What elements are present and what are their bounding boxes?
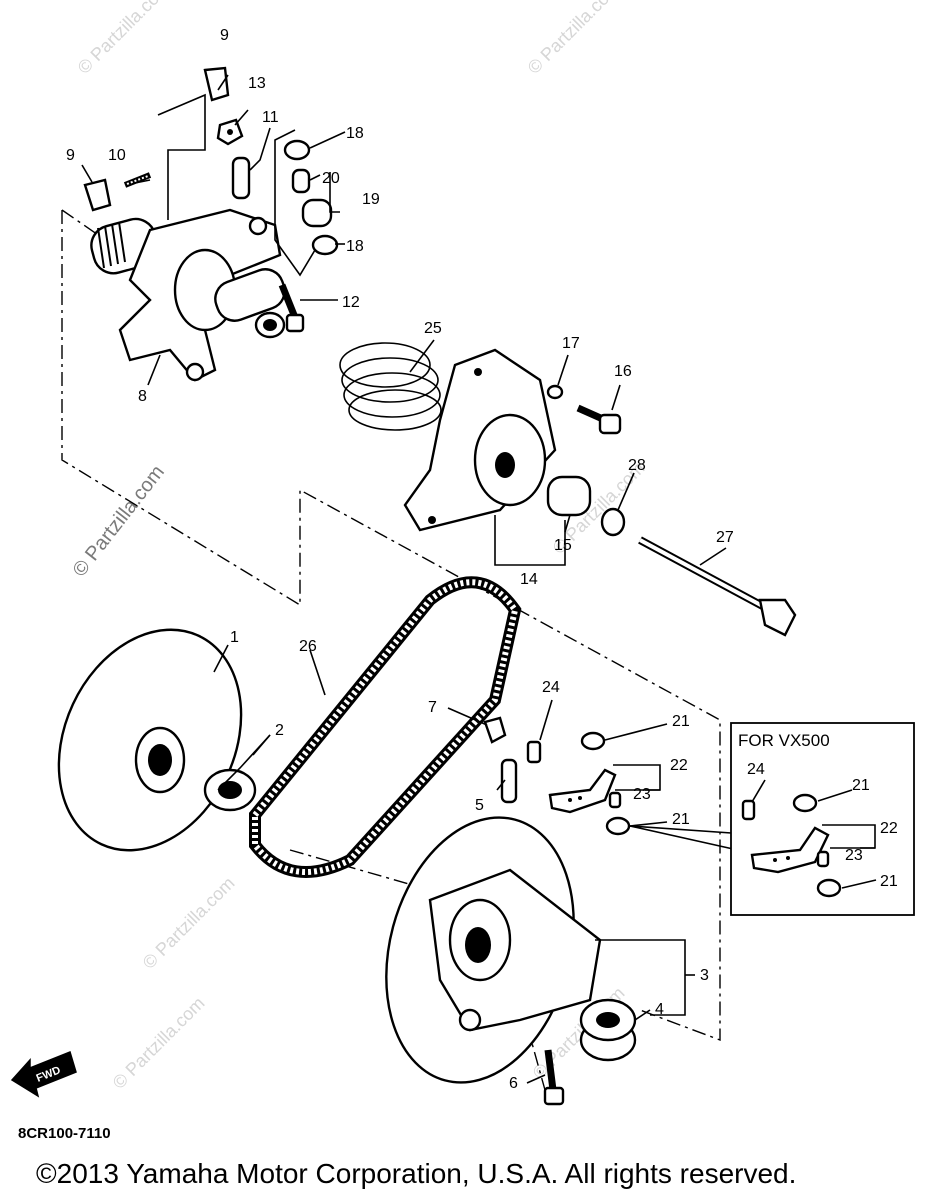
label-part-16: 16 [614, 363, 632, 380]
part-9-clip [83, 66, 230, 212]
label-part-19: 19 [362, 191, 380, 208]
part-6-bolt [543, 1049, 565, 1106]
label-part-8: 8 [138, 388, 147, 405]
label-part-25: 25 [424, 320, 442, 337]
label-part-2: 2 [275, 722, 284, 739]
label-part-14: 14 [520, 571, 538, 588]
part-25-spring [339, 342, 442, 431]
part-23-pin [608, 791, 622, 809]
part-18-washer [283, 139, 311, 161]
label-part-9: 9 [220, 27, 229, 44]
inset-part-21-washer [792, 793, 818, 813]
label-part-1: 1 [230, 629, 239, 646]
label-part-22: 22 [880, 820, 898, 837]
part-8-hub [90, 208, 286, 382]
part-1-sheave [57, 628, 243, 852]
label-part-11: 11 [262, 109, 279, 126]
label-part-4: 4 [655, 1001, 664, 1018]
label-part-13: 13 [248, 75, 266, 92]
label-part-12: 12 [342, 294, 360, 311]
part-20-bush [291, 168, 311, 194]
part-17-washer [546, 384, 564, 400]
watermark-faint: © Partzilla.com [109, 993, 209, 1093]
part-14-cover [403, 348, 557, 532]
inset-box-vx500: FOR VX500 [730, 722, 915, 916]
label-part-21: 21 [880, 873, 898, 890]
part-number-labels: 9 13 11 18 9 10 20 19 18 12 25 17 16 8 2… [66, 27, 898, 1092]
part-16-bolt [576, 404, 622, 435]
fwd-arrow-icon: FWD [10, 1050, 77, 1098]
watermark-faint: © Partzilla.com [139, 873, 239, 973]
label-part-23: 23 [633, 786, 651, 803]
label-part-7: 7 [428, 699, 437, 716]
label-part-23: 23 [845, 847, 863, 864]
label-part-3: 3 [700, 967, 709, 984]
part-11-roller [231, 156, 251, 200]
label-part-21: 21 [672, 713, 690, 730]
diagram-code: 8CR100-7110 [18, 1125, 111, 1142]
label-part-20: 20 [322, 170, 340, 187]
inset-part-21-washer [816, 878, 842, 898]
part-19-collar [301, 198, 333, 228]
label-part-18: 18 [346, 238, 364, 255]
part-4-bushing [579, 998, 637, 1062]
part-15-bush [546, 475, 592, 517]
copyright-notice: ©2013 Yamaha Motor Corporation, U.S.A. A… [36, 1158, 796, 1189]
part-5-pin [500, 758, 518, 804]
label-part-27: 27 [716, 529, 734, 546]
label-part-26: 26 [299, 638, 317, 655]
part-10-pin [123, 172, 152, 188]
part-21-washer [605, 816, 631, 836]
label-part-9: 9 [66, 147, 75, 164]
label-part-21: 21 [852, 777, 870, 794]
label-part-10: 10 [108, 147, 126, 164]
part-2-bushing [203, 768, 257, 812]
label-part-17: 17 [562, 335, 580, 352]
inset-box-title: FOR VX500 [738, 731, 830, 750]
inset-part-23-pin [816, 850, 830, 868]
inset-part-24-screw [741, 799, 756, 821]
part-7-nut [483, 716, 507, 744]
label-part-24: 24 [542, 679, 560, 696]
watermark-faint: © Partzilla.com [74, 0, 174, 78]
watermark-faint: © Partzilla.com [524, 0, 624, 78]
part-12-bolt [278, 283, 305, 333]
label-part-5: 5 [475, 797, 484, 814]
part-13-nut [216, 118, 244, 146]
part-3-driven-pulley [385, 816, 602, 1084]
label-part-24: 24 [747, 761, 765, 778]
part-21-washer [580, 731, 606, 751]
inset-part-22-weight [750, 826, 830, 874]
label-part-22: 22 [670, 757, 688, 774]
part-27-shaft-bolt [638, 536, 797, 637]
part-24-screw [526, 740, 542, 764]
watermark-main: © Partzilla.com [69, 461, 169, 581]
part-18-washer [311, 234, 339, 256]
label-part-18: 18 [346, 125, 364, 142]
label-part-21: 21 [672, 811, 690, 828]
part-28-washer [600, 507, 626, 537]
part-26-belt [249, 576, 522, 878]
label-part-28: 28 [628, 457, 646, 474]
label-part-15: 15 [554, 537, 572, 554]
label-part-6: 6 [509, 1075, 518, 1092]
part-22-weight [548, 768, 617, 814]
